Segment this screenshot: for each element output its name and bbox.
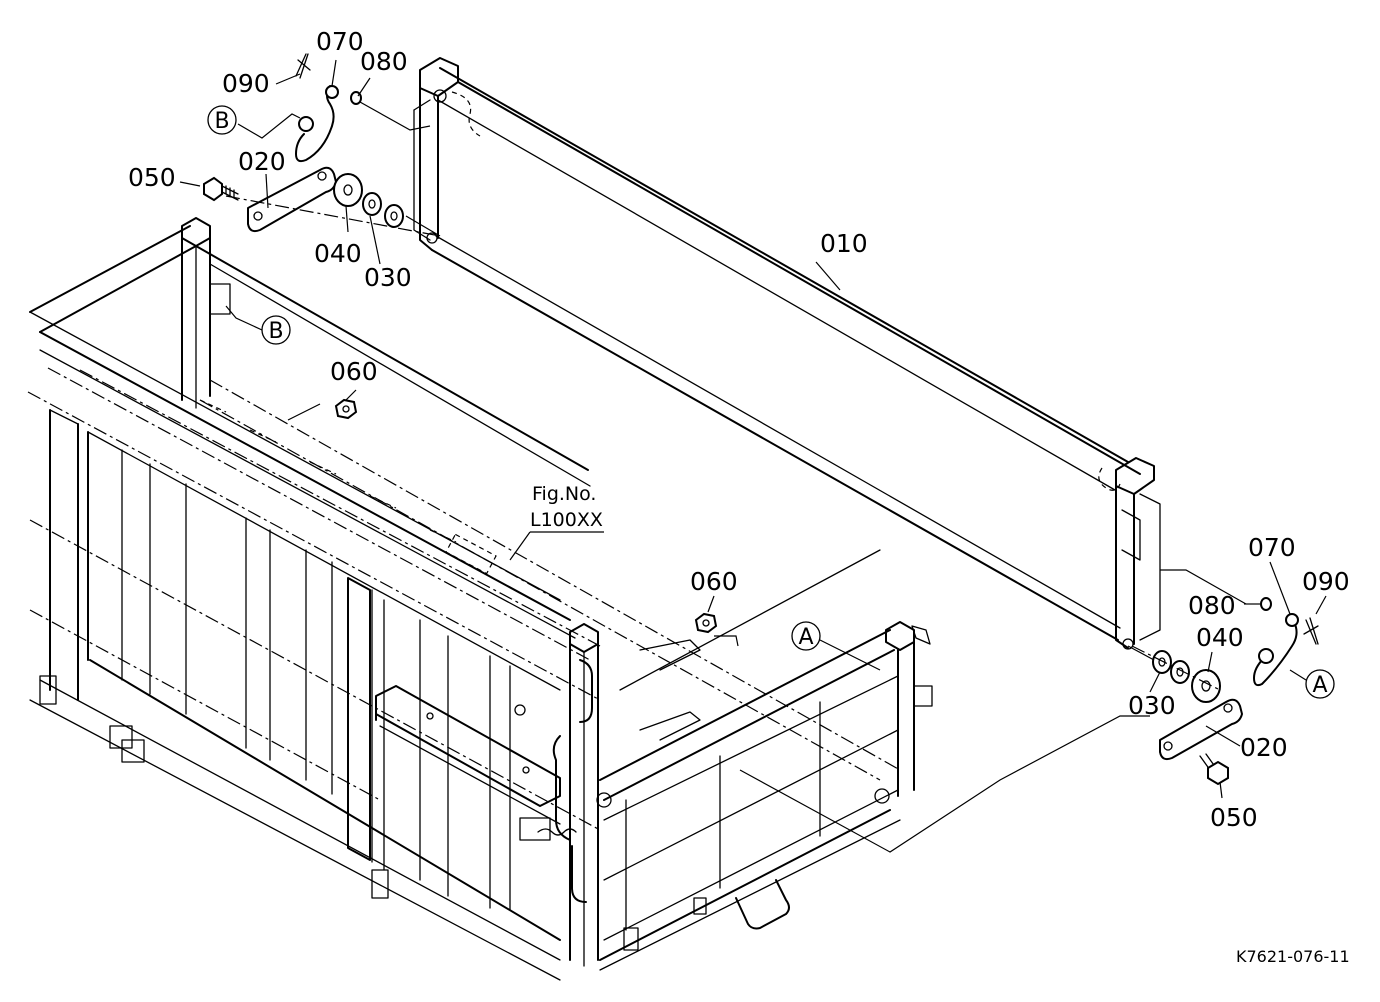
- washer-040-left[interactable]: [333, 173, 363, 207]
- figure-ref-line2: L100XX: [530, 509, 603, 531]
- label-070-left: 070: [316, 27, 364, 56]
- washer-040-right[interactable]: [1191, 669, 1221, 703]
- truck-bed-body: [27, 217, 933, 981]
- leader-lines: [179, 59, 1327, 853]
- right-hardware: [694, 597, 1319, 786]
- reference-markers: B B A A: [207, 105, 1335, 699]
- label-010: 010: [820, 229, 868, 258]
- pin-070-right[interactable]: [1253, 613, 1299, 687]
- ref-marker-a-body: A: [791, 621, 821, 651]
- ref-marker-b-body: B: [261, 315, 291, 345]
- label-020-right: 020: [1240, 733, 1288, 762]
- left-hardware: [203, 53, 441, 420]
- label-080-right: 080: [1188, 591, 1236, 620]
- washer-080-right[interactable]: [1260, 597, 1272, 611]
- label-020-left: 020: [238, 147, 286, 176]
- bolt-050-right[interactable]: [1199, 753, 1229, 786]
- washer-030-left-b[interactable]: [384, 204, 404, 228]
- svg-text:B: B: [268, 319, 283, 344]
- cotter-pin-090-left[interactable]: [295, 53, 311, 79]
- washer-030-right-a[interactable]: [1152, 650, 1172, 674]
- label-060-left: 060: [330, 357, 378, 386]
- washer-030-left-a[interactable]: [362, 192, 382, 216]
- plate-020-left[interactable]: [247, 166, 337, 233]
- ref-marker-a-right: A: [1305, 669, 1335, 699]
- figure-ref-line1: Fig.No.: [532, 483, 596, 505]
- ref-marker-b-top: B: [207, 105, 237, 135]
- drawing-code: K7621-076-11: [1236, 947, 1350, 966]
- label-050-left: 050: [128, 163, 176, 192]
- label-090-right: 090: [1302, 567, 1350, 596]
- part-labels: 010 020 020 030 030 040 040 050 050 060 …: [128, 27, 1350, 832]
- svg-text:B: B: [214, 109, 229, 134]
- label-050-right: 050: [1210, 803, 1258, 832]
- figure-reference[interactable]: Fig.No. L100XX: [530, 483, 603, 531]
- label-060-right: 060: [690, 567, 738, 596]
- svg-text:A: A: [798, 625, 813, 650]
- bolt-050-left[interactable]: [203, 176, 239, 202]
- label-040-right: 040: [1196, 623, 1244, 652]
- svg-text:A: A: [1312, 673, 1327, 698]
- label-030-right: 030: [1128, 691, 1176, 720]
- rear-gate-panel[interactable]: [413, 57, 1161, 650]
- label-070-right: 070: [1248, 533, 1296, 562]
- pin-070-left[interactable]: [295, 85, 339, 163]
- nut-060-left[interactable]: [334, 398, 358, 420]
- washer-030-right-b[interactable]: [1170, 660, 1190, 684]
- cotter-pin-090-right[interactable]: [1303, 617, 1319, 645]
- plate-020-right[interactable]: [1159, 698, 1243, 761]
- nut-060-right[interactable]: [694, 612, 718, 634]
- label-090-left: 090: [222, 69, 270, 98]
- label-080-left: 080: [360, 47, 408, 76]
- label-040-left: 040: [314, 239, 362, 268]
- label-030-left: 030: [364, 263, 412, 292]
